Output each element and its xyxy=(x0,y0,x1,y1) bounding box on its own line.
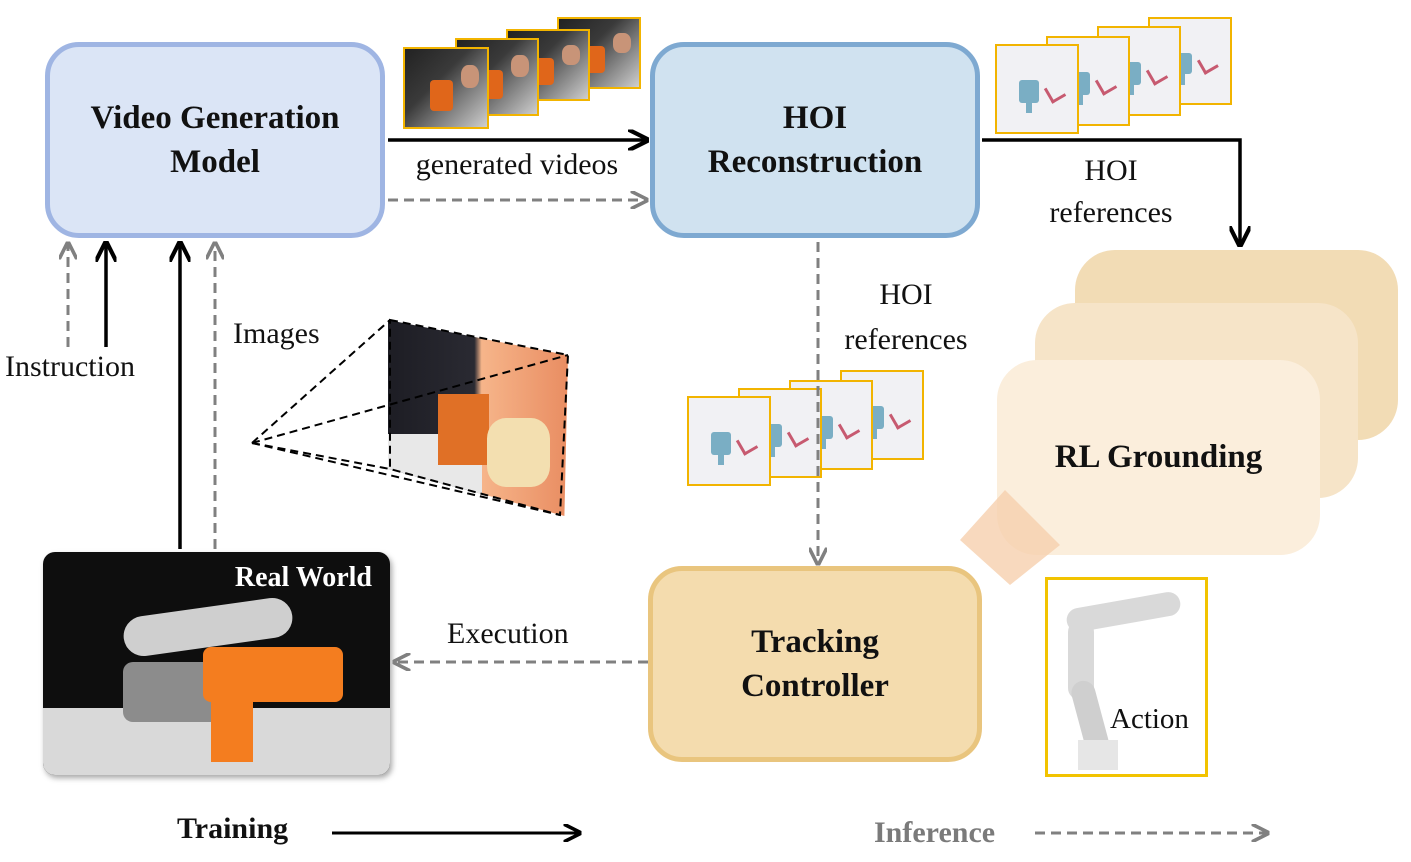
tracking-controller-label: Tracking Controller xyxy=(741,624,889,704)
hoi-references-top-line2: references xyxy=(1049,196,1173,229)
images-label: Images xyxy=(233,317,320,350)
hoi-reconstruction-box: HOI Reconstruction xyxy=(650,42,980,238)
real-world-label: Real World xyxy=(234,562,372,593)
video-generation-model-box: Video Generation Model xyxy=(45,42,385,238)
hoi-reconstruction-label: HOI Reconstruction xyxy=(707,100,923,180)
real-world-photo: Real World xyxy=(43,552,390,775)
video-generation-model-label: Video Generation Model xyxy=(90,100,340,180)
legend-training-label: Training xyxy=(177,812,289,845)
execution-label: Execution xyxy=(447,617,569,650)
hoi-reference-frame xyxy=(995,44,1079,134)
frustum-line xyxy=(251,442,391,470)
hoi-references-solid-arrow xyxy=(982,138,1240,243)
action-robot-image: Action xyxy=(1045,577,1208,777)
frustum-line xyxy=(251,354,569,444)
action-label: Action xyxy=(1110,703,1189,735)
instruction-label: Instruction xyxy=(5,350,135,383)
hoi-references-top-line1: HOI xyxy=(1084,154,1138,187)
frustum-line xyxy=(251,442,561,516)
rl-grounding-card-front: RL Grounding xyxy=(997,360,1320,555)
hoi-references-mid-line1: HOI xyxy=(879,278,933,311)
legend-inference-label: Inference xyxy=(874,816,996,849)
tracking-controller-box: Tracking Controller xyxy=(648,566,982,762)
depth-frame-outline xyxy=(389,318,570,517)
hoi-references-mid-line2: references xyxy=(844,323,968,356)
rl-to-tracking-pointer xyxy=(960,490,1060,585)
generated-videos-label: generated videos xyxy=(415,148,619,181)
hoi-reference-frame xyxy=(687,396,771,486)
rl-grounding-label: RL Grounding xyxy=(1054,439,1263,475)
generated-video-frame xyxy=(403,47,489,129)
frustum-line xyxy=(251,319,391,444)
